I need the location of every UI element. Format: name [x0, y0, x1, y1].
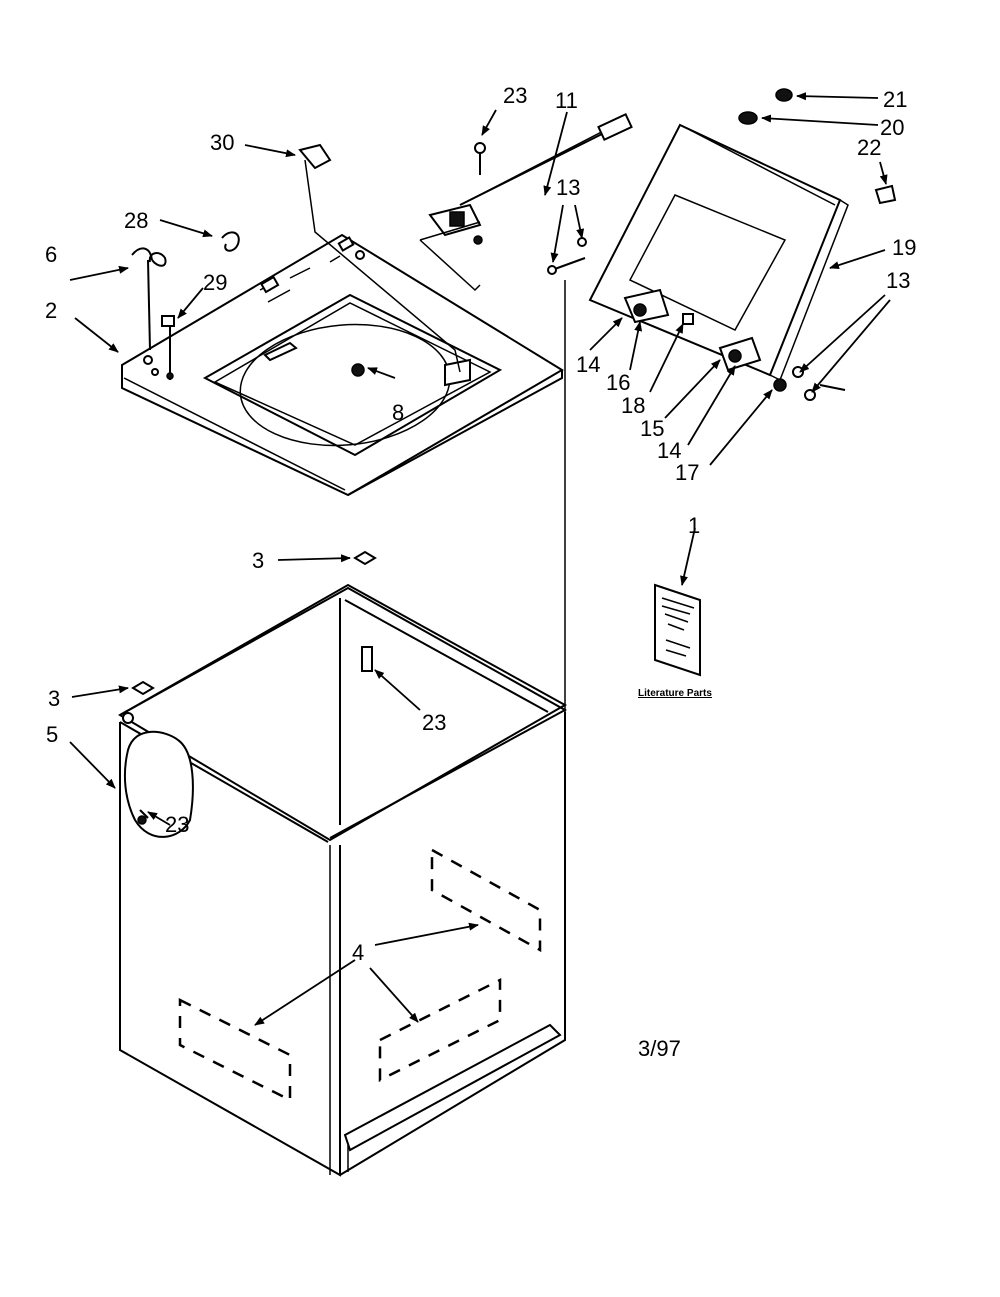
callout-11: 11	[555, 88, 578, 113]
callout-3-top: 3	[252, 548, 264, 573]
callout-16: 16	[606, 370, 630, 395]
date-code: 3/97	[638, 1036, 681, 1061]
lid	[547, 88, 897, 401]
callout-13-top: 13	[556, 175, 580, 200]
callout-numbers: 23 11 30 28 6 29 2 8 13 14 16 18 15 14 1…	[45, 83, 916, 965]
leader-arrows	[69, 92, 891, 1026]
small-parts-left	[131, 143, 332, 380]
callout-3-left: 3	[48, 686, 60, 711]
callout-20: 20	[880, 115, 904, 140]
callout-17: 17	[675, 460, 699, 485]
callout-14-right: 14	[657, 438, 681, 463]
callout-23-cutaway: 23	[165, 812, 189, 837]
callout-2: 2	[45, 298, 57, 323]
callout-23-top: 23	[503, 83, 527, 108]
callout-28: 28	[124, 208, 148, 233]
callout-30: 30	[210, 130, 234, 155]
callout-29: 29	[203, 270, 227, 295]
callout-13-right: 13	[886, 268, 910, 293]
callout-1: 1	[688, 513, 700, 538]
callout-21: 21	[883, 87, 907, 112]
callout-15: 15	[640, 416, 664, 441]
callout-23-cabinet: 23	[422, 710, 446, 735]
callout-18: 18	[621, 393, 645, 418]
callout-6: 6	[45, 242, 57, 267]
callout-5: 5	[46, 722, 58, 747]
callout-19: 19	[892, 235, 916, 260]
top-panel	[121, 233, 564, 497]
wire-harness	[304, 112, 633, 373]
callout-8: 8	[392, 400, 404, 425]
callout-22: 22	[857, 135, 881, 160]
cabinet	[118, 280, 568, 1177]
callout-14-left: 14	[576, 352, 600, 377]
callout-4: 4	[352, 940, 364, 965]
literature-parts-label: Literature Parts	[638, 688, 712, 699]
literature-parts: Literature Parts	[638, 583, 712, 699]
